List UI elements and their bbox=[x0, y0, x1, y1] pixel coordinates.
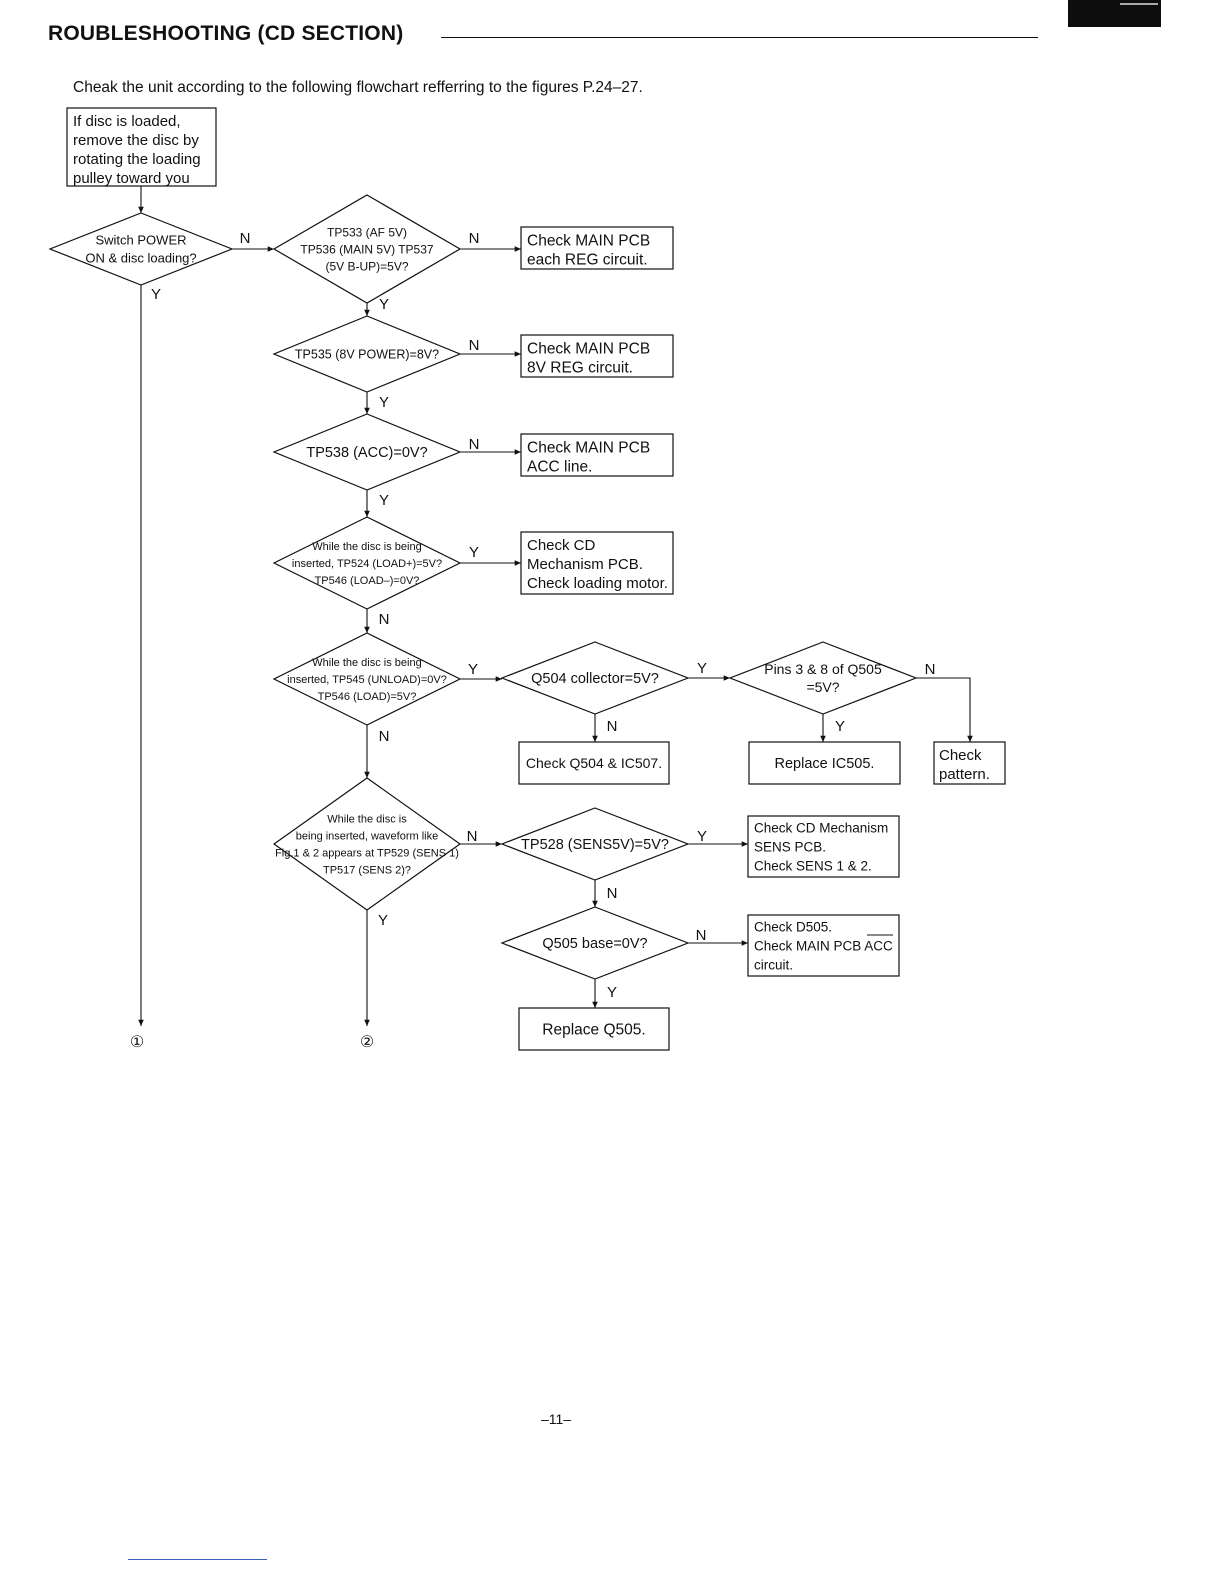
page-title: ROUBLESHOOTING (CD SECTION) bbox=[48, 22, 404, 45]
action-d505-text-line-1: Check D505. bbox=[754, 920, 832, 935]
decision-load-plus-text-line-2: inserted, TP524 (LOAD+)=5V? bbox=[292, 558, 442, 570]
action-cd-mechanism-text-line-2: Mechanism PCB. bbox=[527, 556, 643, 573]
action-ic505-box bbox=[748, 741, 901, 785]
action-d505-text-line-3: circuit. bbox=[754, 958, 793, 973]
action-d505-text-line-2: Check MAIN PCB ACC bbox=[754, 939, 893, 954]
decision-load-plus-text-line-1: While the disc is being bbox=[312, 541, 421, 553]
decision-waveform-text-line-2: being inserted, waveform like bbox=[296, 830, 438, 842]
action-reg-8v-box bbox=[520, 334, 674, 378]
decision-load-plus-text-line-3: TP546 (LOAD–)=0V? bbox=[315, 575, 420, 587]
action-reg-8v-text-line-2: 8V REG circuit. bbox=[527, 360, 633, 377]
label-load-y: Y bbox=[469, 544, 479, 561]
decision-pins-q505-text-line-2: =5V? bbox=[806, 679, 839, 695]
label-switch-n: N bbox=[240, 230, 251, 247]
decision-switch-power-text-line-2: ON & disc loading? bbox=[85, 251, 196, 266]
start-instruction-text-line-3: rotating the loading bbox=[73, 151, 201, 168]
decision-tp528-text-line-1: TP528 (SENS5V)=5V? bbox=[521, 837, 669, 853]
decision-q504-text-line-1: Q504 collector=5V? bbox=[531, 671, 659, 687]
label-q504-y: Y bbox=[697, 660, 707, 677]
flow-shapes bbox=[48, 107, 1006, 1051]
decision-unload-text-line-2: inserted, TP545 (UNLOAD)=0V? bbox=[287, 674, 447, 686]
decision-tp538-text-line-1: TP538 (ACC)=0V? bbox=[306, 445, 427, 461]
intro-text: Cheak the unit according to the followin… bbox=[73, 79, 643, 96]
label-tp533-y: Y bbox=[379, 296, 389, 313]
decision-waveform-diamond bbox=[272, 777, 462, 911]
action-pattern-text-line-1: Check bbox=[939, 747, 982, 764]
action-cd-mechanism-text-line-3: Check loading motor. bbox=[527, 575, 668, 592]
decision-waveform-text-line-4: TP517 (SENS 2)? bbox=[323, 864, 411, 876]
label-waveform-n: N bbox=[467, 828, 478, 845]
action-d505-box bbox=[747, 914, 900, 977]
action-acc-line-text-line-1: Check MAIN PCB bbox=[527, 440, 650, 457]
flow-texts: If disc is loaded, remove the disc by rota… bbox=[73, 113, 990, 1051]
decision-tp535-text-line-1: TP535 (8V POWER)=8V? bbox=[295, 348, 439, 362]
action-reg-circuit-text-line-1: Check MAIN PCB bbox=[527, 233, 650, 250]
action-replace-q505-text: Replace Q505. bbox=[542, 1022, 645, 1039]
label-tp538-y: Y bbox=[379, 492, 389, 509]
label-pins-y: Y bbox=[835, 718, 845, 735]
label-unload-y: Y bbox=[468, 661, 478, 678]
decision-pins-q505-diamond bbox=[728, 641, 918, 715]
action-sens-pcb-text-line-3: Check SENS 1 & 2. bbox=[754, 859, 872, 874]
title-rule bbox=[441, 37, 1038, 38]
label-waveform-y: Y bbox=[378, 912, 388, 929]
action-sens-pcb-box bbox=[747, 815, 900, 878]
decision-pins-q505-text-line-1: Pins 3 & 8 of Q505 bbox=[764, 661, 882, 677]
action-pattern-text-line-2: pattern. bbox=[939, 766, 990, 783]
action-acc-line-text-line-2: ACC line. bbox=[527, 459, 592, 476]
label-load-n: N bbox=[379, 611, 390, 628]
action-replace-q505-box bbox=[518, 1007, 670, 1051]
label-tp533-n: N bbox=[469, 230, 480, 247]
label-tp538-n: N bbox=[469, 436, 480, 453]
action-reg-circuit-text-line-2: each REG circuit. bbox=[527, 252, 648, 269]
decision-tp533-text-line-3: (5V B-UP)=5V? bbox=[325, 259, 408, 273]
corner-tab-mark bbox=[1068, 0, 1161, 27]
action-reg-8v-text-line-1: Check MAIN PCB bbox=[527, 341, 650, 358]
footer-rule bbox=[128, 1559, 267, 1560]
decision-q505-base-text-line-1: Q505 base=0V? bbox=[542, 936, 647, 952]
action-cd-mechanism-text-line-1: Check CD bbox=[527, 537, 596, 554]
action-sens-pcb-text-line-2: SENS PCB. bbox=[754, 840, 826, 855]
decision-switch-power-diamond bbox=[48, 212, 234, 286]
decision-unload-text-line-3: TP546 (LOAD)=5V? bbox=[318, 691, 417, 703]
page-number: –11– bbox=[541, 1411, 572, 1427]
action-pattern-box bbox=[933, 741, 1006, 785]
label-q505-base-y: Y bbox=[607, 984, 617, 1001]
line-pins-no bbox=[916, 677, 973, 742]
decision-unload-text-line-1: While the disc is being bbox=[312, 657, 421, 669]
flow-lines bbox=[138, 186, 973, 1026]
decision-tp533-text-line-2: TP536 (MAIN 5V) TP537 bbox=[300, 242, 433, 256]
decision-waveform-text-line-1: While the disc is bbox=[327, 813, 407, 825]
label-switch-y: Y bbox=[151, 286, 161, 303]
label-tp535-n: N bbox=[469, 337, 480, 354]
action-cd-mechanism-box bbox=[520, 531, 674, 595]
action-q504-ic507-text: Check Q504 & IC507. bbox=[526, 755, 662, 771]
label-pins-n: N bbox=[925, 661, 936, 678]
label-tp528-y: Y bbox=[697, 828, 707, 845]
action-ic505-text: Replace IC505. bbox=[775, 756, 875, 772]
label-q504-n: N bbox=[607, 718, 618, 735]
connector-2: ② bbox=[360, 1034, 374, 1051]
label-unload-n: N bbox=[379, 728, 390, 745]
start-instruction-text-line-2: remove the disc by bbox=[73, 132, 199, 149]
decision-tp533-text-line-1: TP533 (AF 5V) bbox=[327, 225, 407, 239]
decision-waveform-text-line-3: Fig.1 & 2 appears at TP529 (SENS 1) bbox=[275, 847, 459, 859]
connector-1: ① bbox=[130, 1034, 144, 1051]
action-reg-circuit-box bbox=[520, 226, 674, 270]
decision-switch-power-text-line-1: Switch POWER bbox=[95, 233, 186, 248]
label-q505-base-n: N bbox=[696, 927, 707, 944]
start-instruction-text-line-1: If disc is loaded, bbox=[73, 113, 181, 130]
label-tp528-n: N bbox=[607, 885, 618, 902]
start-instruction-text-line-4: pulley toward you bbox=[73, 170, 190, 187]
label-tp535-y: Y bbox=[379, 394, 389, 411]
action-q504-ic507-box bbox=[518, 741, 670, 785]
action-sens-pcb-text-line-1: Check CD Mechanism bbox=[754, 821, 888, 836]
action-acc-line-box bbox=[520, 433, 674, 477]
